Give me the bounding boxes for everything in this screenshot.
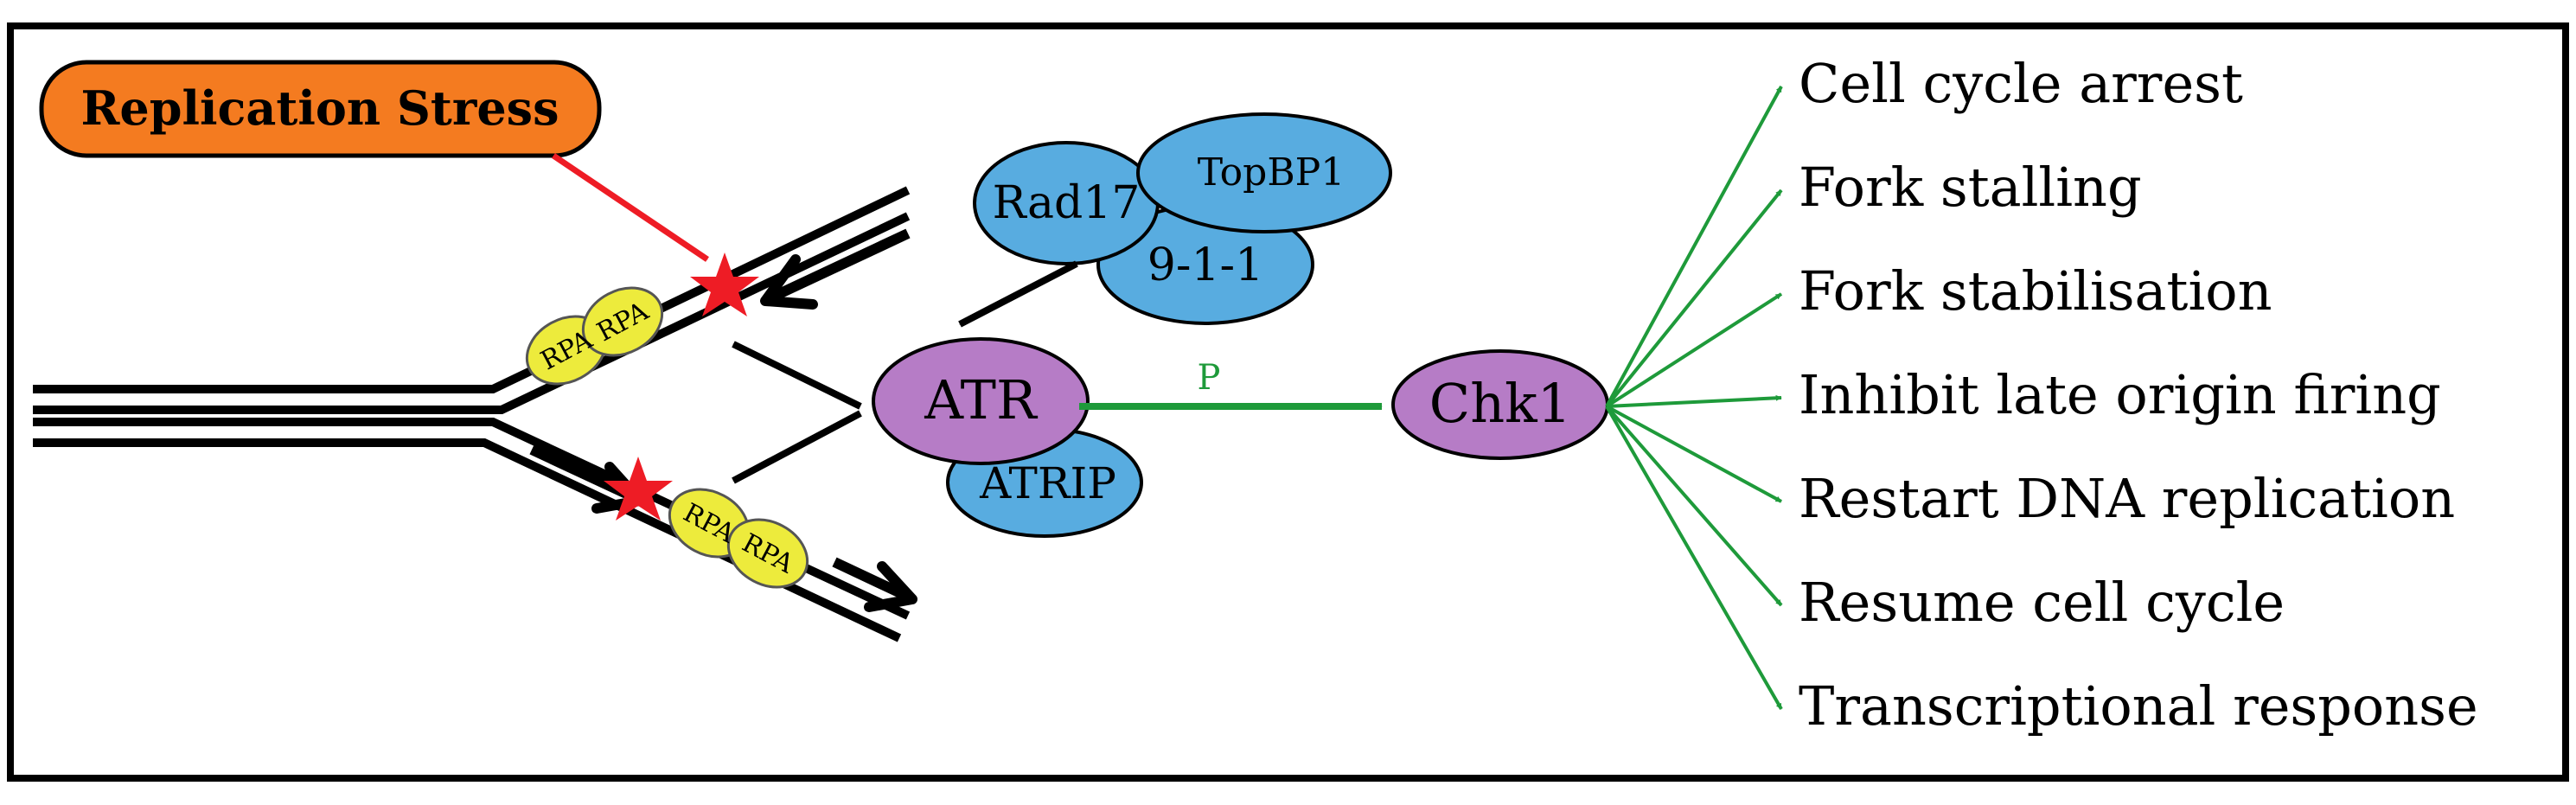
response-arrow xyxy=(1605,406,1783,710)
replication-stress-label: Replication Stress xyxy=(81,80,559,136)
response-arrow xyxy=(1605,86,1783,407)
atr-atrip-complex: ATR ATRIP xyxy=(872,337,1143,538)
topbp1-label: TopBP1 xyxy=(1198,150,1346,195)
response-label: Transcriptional response xyxy=(1799,674,2478,738)
response-arrow xyxy=(1605,188,1783,408)
atr-to-top-fork-arrow xyxy=(732,341,862,410)
response-label: Cell cycle arrest xyxy=(1799,52,2243,115)
response-arrow xyxy=(1605,405,1783,607)
atrip-label: ATRIP xyxy=(979,458,1116,508)
phosphorylation-label: P xyxy=(1198,358,1221,398)
rpa-bottom-right xyxy=(726,518,809,589)
complex-to-atr-arrow xyxy=(958,260,1078,328)
top-strand-inner xyxy=(33,212,911,414)
response-label: Fork stalling xyxy=(1799,156,2142,219)
top-strand-outer xyxy=(33,186,911,393)
response-label: Resume cell cycle xyxy=(1799,571,2285,634)
bottom-far-nascent-arrowhead xyxy=(864,561,917,612)
top-nascent-arrowhead xyxy=(760,254,818,310)
checkpoint-clamp-complex: Rad17 TopBP1 9-1-1 xyxy=(973,112,1392,325)
chk1-label: Chk1 xyxy=(1429,372,1571,435)
chk1-node: Chk1 xyxy=(1391,349,1609,460)
rpa-bottom-group: RPA RPA xyxy=(668,488,809,589)
damage-star-bottom-icon xyxy=(604,457,673,521)
response-arrow xyxy=(1606,405,1782,503)
atr-to-bottom-fork-arrow xyxy=(732,410,862,484)
atr-label: ATR xyxy=(924,368,1039,431)
response-label: Fork stabilisation xyxy=(1799,259,2272,323)
top-nascent-strand xyxy=(767,228,911,303)
rad17-label: Rad17 xyxy=(993,177,1141,229)
atr-oval xyxy=(872,337,1090,465)
damage-star-top-icon xyxy=(690,252,759,316)
stress-arrow xyxy=(552,153,709,262)
replication-stress-box: Replication Stress xyxy=(39,60,602,158)
response-arrow xyxy=(1606,394,1782,408)
response-label: Inhibit late origin firing xyxy=(1799,363,2441,426)
rpa-top-group: RPA RPA xyxy=(525,286,664,386)
topbp1-oval xyxy=(1136,112,1392,233)
nine-one-one-label: 9-1-1 xyxy=(1147,240,1263,291)
rpa-top-right xyxy=(581,286,664,357)
response-arrow xyxy=(1605,292,1783,408)
response-label: Restart DNA replication xyxy=(1799,467,2455,530)
bottom-far-nascent-strand xyxy=(832,557,911,602)
